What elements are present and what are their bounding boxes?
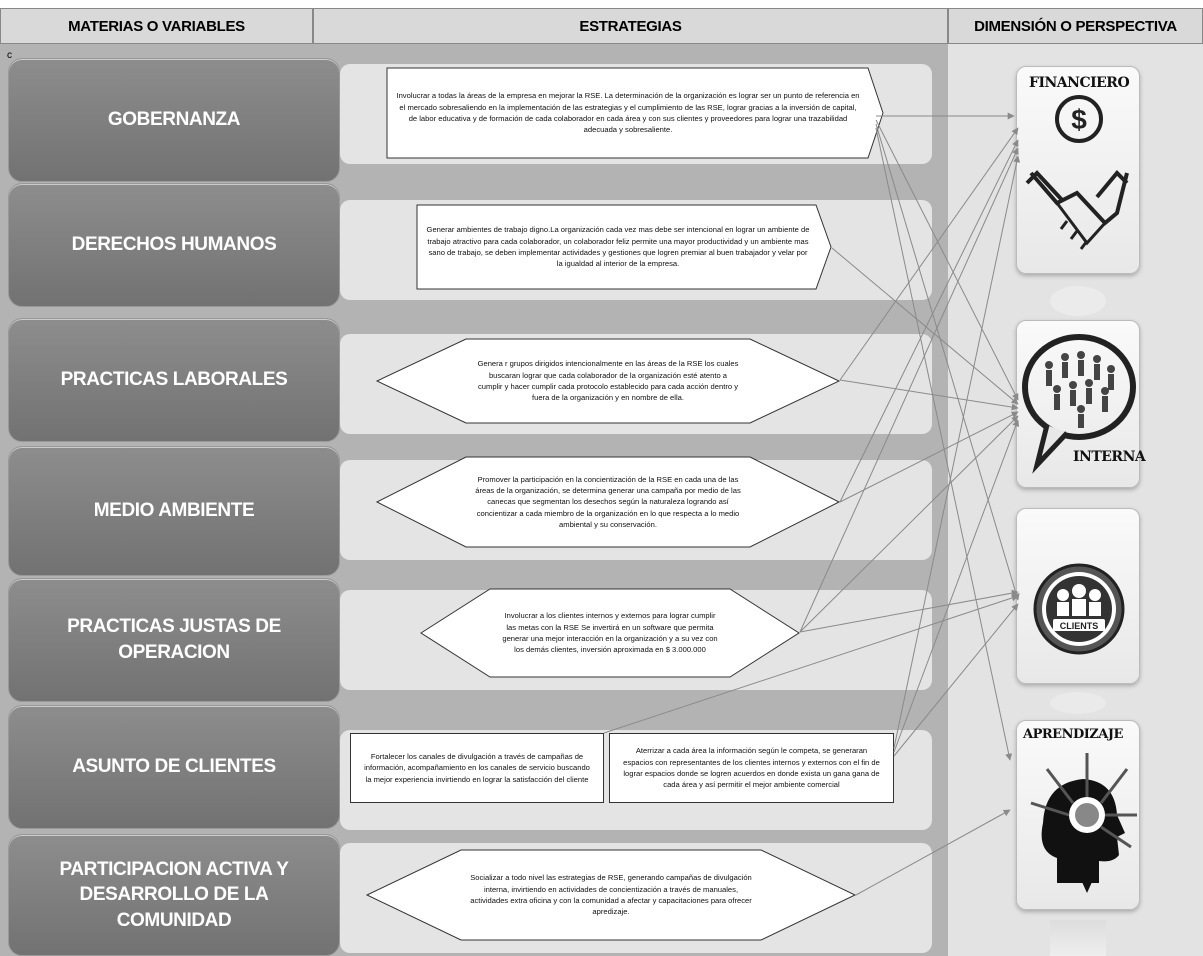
dollar-icon (1055, 95, 1103, 143)
label-interna: INTERNA (1073, 449, 1146, 465)
handshake-icon: $ (1025, 95, 1129, 250)
materia-practicas-laborales: PRACTICAS LABORALES (8, 318, 340, 442)
materia-practicas-justas: PRACTICAS JUSTAS DE OPERACION (8, 578, 340, 702)
card-financiero: FINANCIERO $ (1016, 66, 1140, 274)
strategy-medio-ambiente: Promover la participación en la concient… (475, 474, 741, 530)
materia-gobernanza: GOBERNANZA (8, 58, 340, 182)
people-speech-bubble-icon (1022, 334, 1136, 474)
hexagon-shape-comunidad (365, 849, 857, 941)
materia-participacion-comunidad: PARTICIPACION ACTIVA Y DESARROLLO DE LA … (8, 834, 340, 956)
strategy-comunidad: Socializar a todo nivel las estrategias … (470, 873, 752, 917)
card-aprendizaje: APRENDIZAJE (1016, 720, 1140, 910)
reflection-shape-3 (1050, 920, 1106, 956)
header-dimension: DIMENSIÓN O PERSPECTIVA (948, 8, 1203, 44)
clients-group-icon: CLIENTS (1033, 563, 1125, 655)
label-aprendizaje: APRENDIZAJE (1023, 727, 1123, 742)
strategy-practicas-laborales: Genera r grupos dirigidos intencionalmen… (477, 359, 739, 403)
clients-text: CLIENTS (1060, 621, 1099, 631)
card-interna: INTERNA (1016, 320, 1146, 488)
strategy-practicas-justas: Involucrar a los clientes internos y ext… (502, 611, 718, 655)
card-clients: CLIENTS (1016, 508, 1140, 684)
cell-mark: c (7, 50, 12, 61)
strategy-derechos-humanos: Generar ambientes de trabajo digno.La or… (426, 225, 810, 269)
reflection-shape-2 (1050, 692, 1106, 714)
materia-asunto-clientes: ASUNTO DE CLIENTES (8, 705, 340, 829)
materia-derechos-humanos: DERECHOS HUMANOS (8, 183, 340, 307)
strategy-clientes-2: Aterrizar a cada área la información seg… (609, 733, 894, 803)
header-estrategias: ESTRATEGIAS (313, 8, 948, 44)
strategy-clientes-1: Fortalecer los canales de divulgación a … (350, 733, 604, 803)
strategy-gobernanza: Involucrar a todas la áreas de la empres… (396, 91, 860, 135)
svg-text:$: $ (1071, 104, 1087, 135)
reflection-shape (1050, 286, 1106, 316)
label-financiero: FINANCIERO (1029, 75, 1130, 91)
header-materias: MATERIAS O VARIABLES (0, 8, 313, 44)
materia-medio-ambiente: MEDIO AMBIENTE (8, 446, 340, 576)
head-brain-arrows-icon (1030, 753, 1137, 893)
